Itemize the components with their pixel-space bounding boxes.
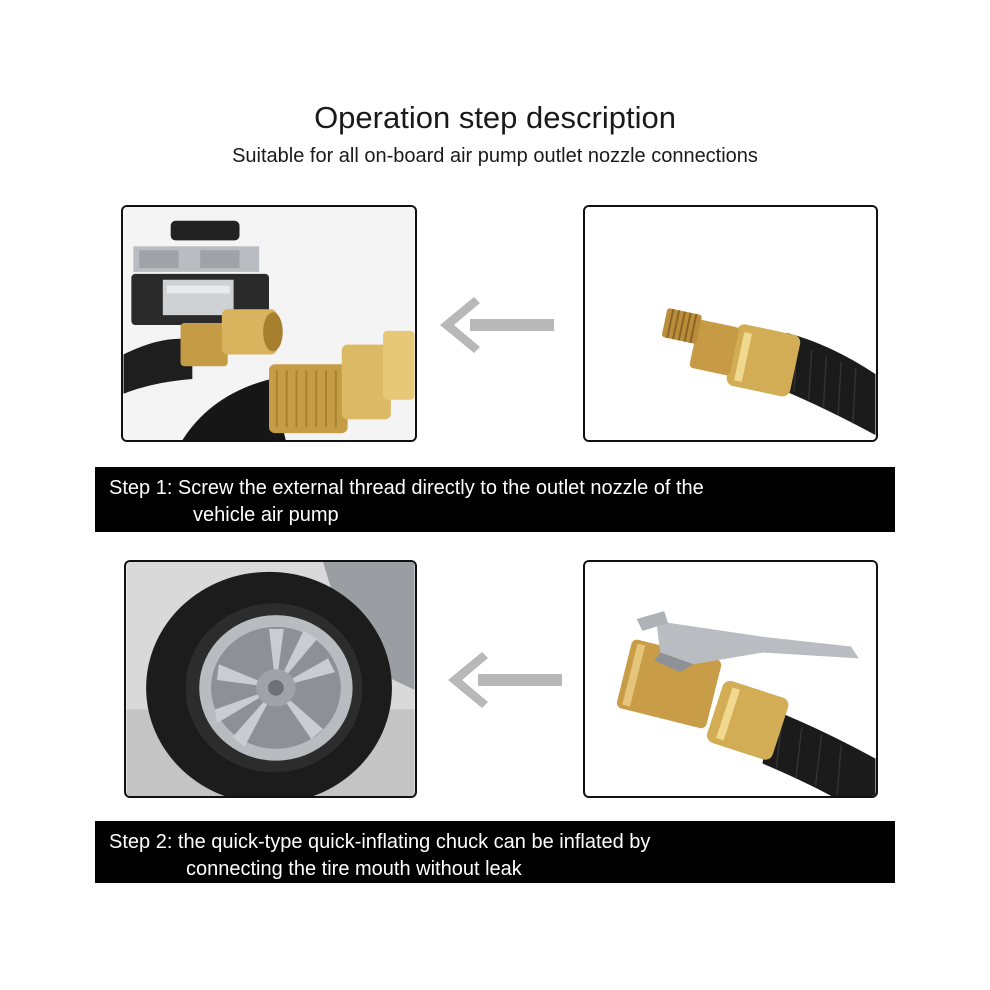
step2-arrow-left-icon: [448, 650, 563, 710]
step1-connector-image: [583, 205, 878, 442]
step1-caption-line2: vehicle air pump: [193, 504, 339, 526]
air-chuck-illustration: [585, 562, 876, 796]
step2-air-chuck-image: [583, 560, 878, 798]
car-tire-illustration: [126, 562, 415, 796]
step1-caption-line1: Step 1: Screw the external thread direct…: [109, 477, 704, 499]
step2-caption-line2: connecting the tire mouth without leak: [186, 858, 522, 880]
air-compressor-illustration: [123, 207, 415, 440]
step1-compressor-image: [121, 205, 417, 442]
step1-arrow-left-icon: [440, 295, 555, 355]
step1-caption-banner: Step 1: Screw the external thread direct…: [95, 467, 895, 532]
page-title: Operation step description: [314, 100, 676, 135]
step2-caption-banner: Step 2: the quick-type quick-inflating c…: [95, 821, 895, 883]
step2-tire-image: [124, 560, 417, 798]
step2-caption-line1: Step 2: the quick-type quick-inflating c…: [109, 831, 651, 853]
threaded-connector-illustration: [585, 207, 876, 440]
page-subtitle: Suitable for all on-board air pump outle…: [232, 145, 758, 167]
